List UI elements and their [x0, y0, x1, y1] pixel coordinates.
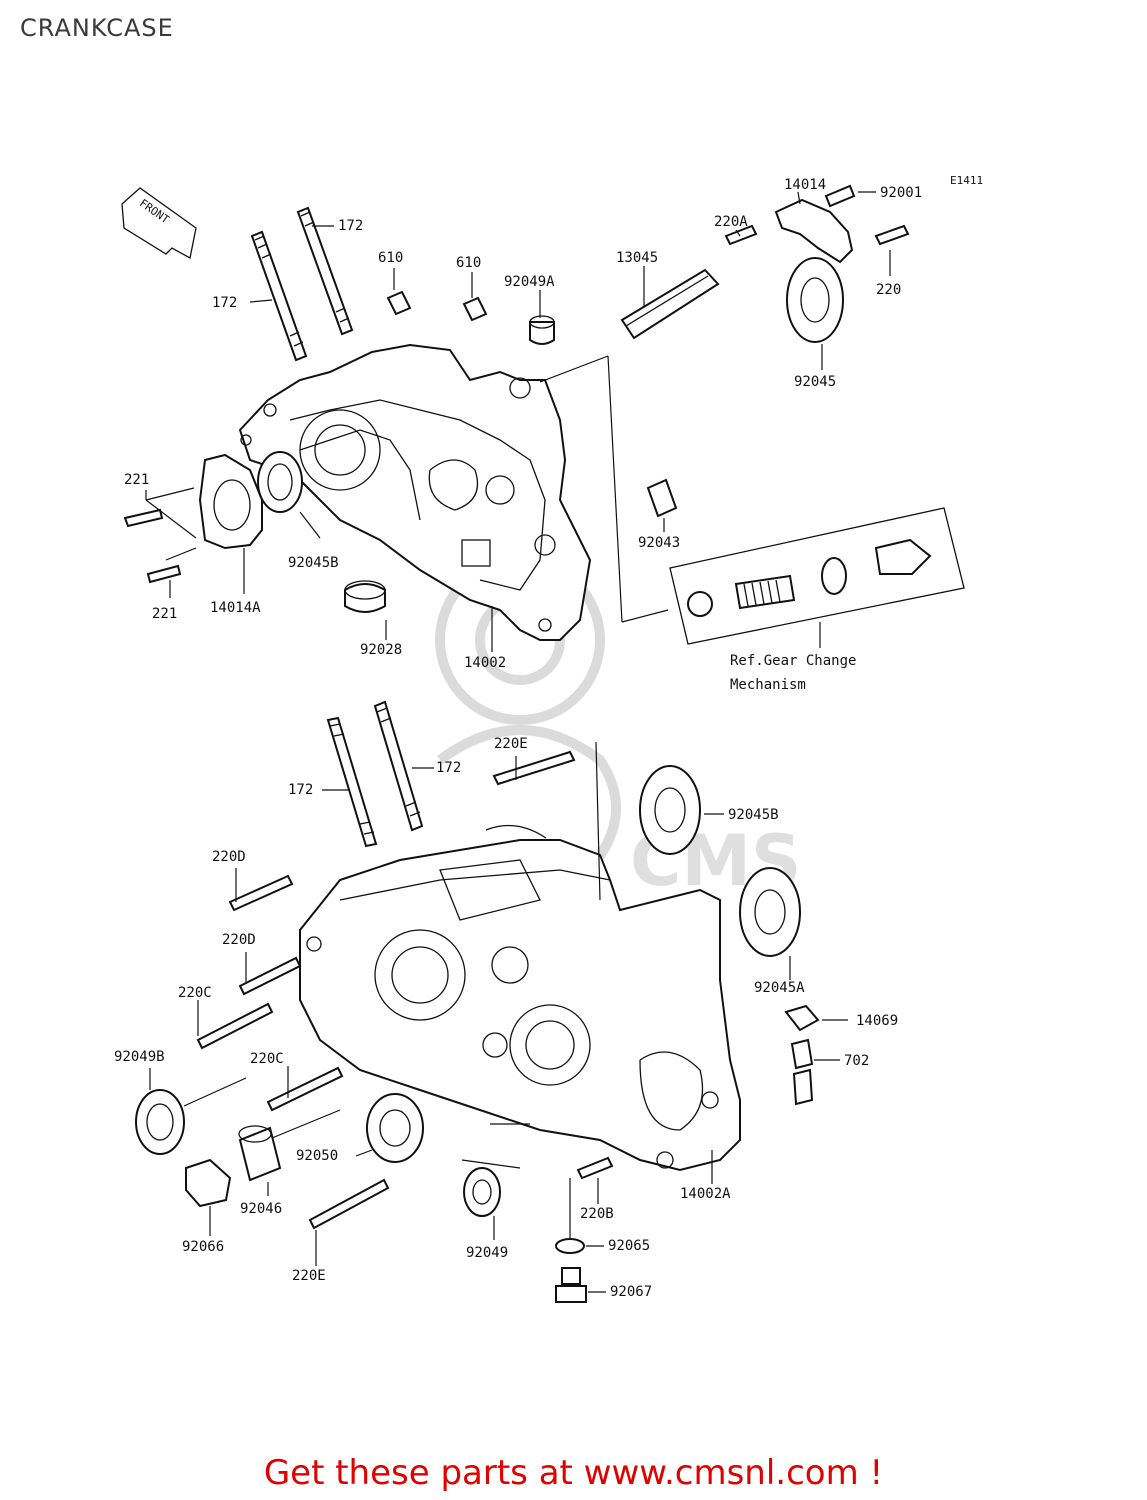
gear-change-reference-box: [669, 507, 965, 645]
note-line-2: Mechanism: [730, 677, 806, 693]
bolt-220: [874, 224, 910, 246]
hose-702: [790, 1038, 814, 1106]
callout-92046: 92046: [240, 1201, 282, 1217]
callout-92067: 92067: [610, 1284, 652, 1300]
callout-92050: 92050: [296, 1148, 338, 1164]
callout-14002: 14002: [464, 655, 506, 671]
bolt-220e-bottom: [308, 1178, 390, 1230]
callout-220c-b: 220C: [250, 1051, 284, 1067]
dowel-pin-610-a: [386, 290, 412, 316]
callout-220e-bottom: 220E: [292, 1268, 326, 1284]
callout-92066: 92066: [182, 1239, 224, 1255]
fitting-14069: [784, 1004, 820, 1032]
callout-220d-b: 220D: [222, 932, 256, 948]
part-callouts: 14014 92001 220A 220 13045 92045 172 172…: [114, 177, 922, 1300]
collar-92046: [238, 1125, 282, 1182]
spacer-92066: [185, 1158, 232, 1208]
callout-702: 702: [844, 1053, 869, 1069]
plate-14014a: [198, 453, 263, 550]
bearing-92045-top: [786, 257, 844, 343]
guide-13045: [620, 268, 720, 340]
oil-seal-92049: [463, 1167, 501, 1217]
lower-crankcase-14002a: [299, 824, 741, 1172]
bolt-92001: [824, 184, 856, 208]
callout-220b: 220B: [580, 1206, 614, 1222]
upper-crankcase-14002: [238, 343, 592, 641]
oil-seal-92049b: [135, 1089, 185, 1155]
bearing-92050: [366, 1093, 424, 1163]
bolt-220d-a: [228, 874, 294, 912]
callout-92043: 92043: [638, 535, 680, 551]
callout-14002a: 14002A: [680, 1186, 731, 1202]
collar-92028: [344, 580, 386, 613]
callout-92028: 92028: [360, 642, 402, 658]
callout-92049: 92049: [466, 1245, 508, 1261]
page-title: CRANKCASE: [20, 14, 174, 42]
stud-172-d: [373, 700, 424, 832]
pin-92043: [646, 478, 678, 518]
bolt-220e-top: [492, 750, 576, 786]
callout-221-b: 221: [152, 606, 177, 622]
drain-plug-92067: [555, 1267, 587, 1303]
bearing-92045b-upper: [257, 451, 303, 513]
callout-220d-a: 220D: [212, 849, 246, 865]
bearing-92045b-lower: [639, 765, 701, 855]
callout-172-c: 172: [436, 760, 461, 776]
stud-172-c: [326, 716, 378, 848]
callout-92045-top: 92045: [794, 374, 836, 390]
callout-13045: 13045: [616, 250, 658, 266]
bearing-92045a: [739, 867, 801, 957]
washer-92065: [555, 1238, 585, 1254]
oil-seal-92049a: [529, 315, 555, 345]
callout-610-b: 610: [456, 255, 481, 271]
callout-92045b-top: 92045B: [288, 555, 339, 571]
callout-92045b-bottom: 92045B: [728, 807, 779, 823]
leader-lines: [145, 191, 891, 1293]
bolt-220d-b: [238, 956, 302, 996]
callout-92049a: 92049A: [504, 274, 555, 290]
front-label: FRONT: [137, 197, 172, 227]
stopper-14014: [774, 198, 854, 264]
callout-172-b: 172: [212, 295, 237, 311]
stud-172-b: [296, 206, 354, 336]
bolt-220b: [576, 1156, 614, 1180]
promo-link[interactable]: Get these parts at www.cmsnl.com !: [263, 1453, 884, 1493]
callout-220a: 220A: [714, 214, 748, 230]
callout-220c-a: 220C: [178, 985, 212, 1001]
callout-610-a: 610: [378, 250, 403, 266]
callout-92049b: 92049B: [114, 1049, 165, 1065]
note-line-1: Ref.Gear Change: [730, 653, 856, 669]
promo-banner[interactable]: Get these parts at www.cmsnl.com !: [0, 1453, 1147, 1493]
callout-221-a: 221: [124, 472, 149, 488]
callout-92045a: 92045A: [754, 980, 805, 996]
callout-14069: 14069: [856, 1013, 898, 1029]
screw-221-a: [123, 508, 164, 528]
screw-221-b: [146, 564, 182, 584]
dowel-pin-610-b: [462, 296, 488, 322]
bolt-220c-a: [196, 1002, 274, 1050]
bolt-220a: [724, 224, 758, 246]
callout-172-d: 172: [288, 782, 313, 798]
callout-172-a: 172: [338, 218, 363, 234]
front-arrow-icon: FRONT: [121, 187, 197, 260]
stud-172-a: [250, 230, 308, 362]
callout-92065: 92065: [608, 1238, 650, 1254]
bolt-220c-b: [266, 1066, 344, 1112]
callout-220: 220: [876, 282, 901, 298]
callout-14014a: 14014A: [210, 600, 261, 616]
diagram-code: E1411: [950, 174, 983, 187]
callout-92001: 92001: [880, 185, 922, 201]
callout-14014: 14014: [784, 177, 826, 193]
callout-220e-top: 220E: [494, 736, 528, 752]
